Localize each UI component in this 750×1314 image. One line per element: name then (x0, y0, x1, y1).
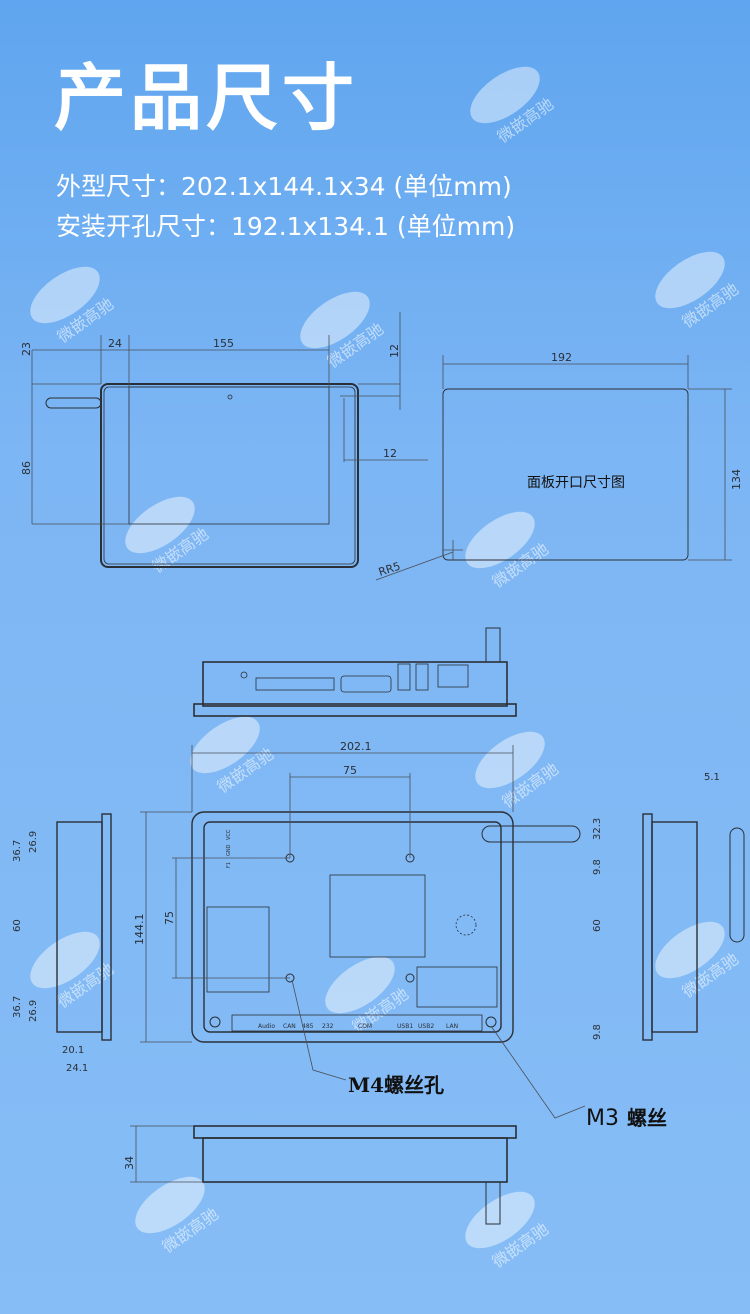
left-dim-5: 26.9 (28, 1000, 39, 1022)
watermark-logo-3: 微嵌高驰 (300, 291, 387, 372)
cutout-dim-width: 192 (551, 351, 572, 364)
m3-label-suffix: 螺丝 (627, 1106, 667, 1130)
top-antenna (485, 627, 501, 663)
top-usb2-port (415, 663, 429, 691)
right-dim-4: 60 (592, 919, 603, 932)
back-port-usb2: USB2 (418, 1023, 434, 1030)
top-hole (240, 671, 248, 679)
right-dim-2: 32.3 (592, 818, 603, 840)
back-vent-block (329, 874, 426, 958)
watermark-logo-1: 微嵌高驰 (470, 66, 557, 147)
front-dim-right-top: 12 (388, 344, 401, 358)
back-speaker-grille (455, 914, 477, 936)
back-label-area-right (416, 966, 498, 1008)
top-lan-port (437, 664, 469, 688)
m3-label-prefix: M3 (586, 1106, 619, 1131)
right-dim-1: 5.1 (704, 772, 720, 783)
back-view: 202.1 75 144.1 75 Audio CAN 485 232 COM … (133, 740, 581, 1043)
back-label-area-left (206, 906, 270, 993)
front-bezel (100, 383, 359, 568)
top-view (193, 627, 517, 717)
top-terminal-block (255, 677, 335, 691)
front-view: 23 86 24 155 12 12 (20, 312, 428, 568)
bottom-flange (193, 1125, 517, 1139)
top-usb1-port (397, 663, 411, 691)
cutout-radius-label: RR5 (377, 560, 402, 579)
left-dim-7: 24.1 (66, 1063, 88, 1074)
back-switch-gnd: GND (226, 844, 232, 856)
watermark-logo-12: 微嵌高驰 (135, 1176, 222, 1257)
watermark-logo-2: 微嵌高驰 (30, 266, 117, 347)
right-side-bezel (642, 813, 653, 1041)
front-dim-right-side: 12 (383, 447, 397, 460)
left-dim-1: 36.7 (12, 840, 23, 862)
watermark-logo-13: 微嵌高驰 (465, 1191, 552, 1272)
back-port-485: 485 (302, 1023, 314, 1030)
back-switch-f1: F1 (226, 862, 232, 868)
back-dim-width: 202.1 (340, 740, 372, 753)
back-housing (203, 821, 502, 1033)
cutout-dimension-spec: 安装开孔尺寸：192.1x134.1 (单位mm) (56, 212, 516, 241)
back-port-can: CAN (283, 1023, 296, 1030)
right-dim-3: 9.8 (592, 859, 603, 875)
back-antenna (481, 825, 581, 843)
back-outer-frame (191, 811, 514, 1043)
top-housing (202, 661, 508, 707)
front-dim-top-offset: 23 (20, 342, 33, 356)
watermark-logo-7: 微嵌高驰 (190, 716, 277, 797)
page-title: 产品尺寸 (54, 56, 359, 140)
left-dim-3: 60 (12, 919, 23, 932)
back-screw-right (485, 1016, 497, 1028)
cutout-label: 面板开口尺寸图 (527, 475, 625, 491)
back-port-com: COM (358, 1023, 372, 1030)
left-side-view: 36.7 26.9 60 36.7 26.9 20.1 24.1 (12, 813, 112, 1074)
bottom-housing (202, 1137, 508, 1183)
left-dim-4: 36.7 (12, 996, 23, 1018)
cutout-dim-height: 134 (730, 469, 743, 490)
back-port-lan: LAN (446, 1023, 458, 1030)
cutout-outline (442, 388, 689, 561)
front-camera-dot (227, 394, 233, 400)
bottom-antenna (485, 1181, 501, 1225)
left-dim-6: 20.1 (62, 1045, 84, 1056)
back-switch-vcc: VCC (226, 829, 232, 840)
back-dim-hole-spacing-y: 75 (163, 911, 176, 925)
top-flange (193, 703, 517, 717)
back-port-audio: Audio (258, 1023, 275, 1030)
back-port-strip (231, 1014, 483, 1032)
right-side-view: 5.1 32.3 9.8 60 9.8 (592, 772, 745, 1041)
back-port-232: 232 (322, 1023, 334, 1030)
bottom-view: 34 (123, 1125, 517, 1225)
front-dim-left-offset: 24 (108, 337, 122, 350)
front-dim-width: 155 (213, 337, 234, 350)
back-port-usb1: USB1 (397, 1023, 413, 1030)
left-dim-2: 26.9 (28, 831, 39, 853)
m4-screw-hole-label: M4螺丝孔 (348, 1073, 444, 1097)
back-screw-left (209, 1016, 221, 1028)
left-side-bezel (101, 813, 112, 1041)
outer-dimension-spec: 外型尺寸：202.1x144.1x34 (单位mm) (56, 172, 512, 201)
bottom-dim-height: 34 (123, 1156, 136, 1170)
callouts: M4螺丝孔 M3 螺丝 (291, 979, 667, 1131)
right-dim-5: 9.8 (592, 1024, 603, 1040)
back-dim-height: 144.1 (133, 914, 146, 946)
watermark-logo-6: 微嵌高驰 (465, 511, 552, 592)
watermark-logo-4: 微嵌高驰 (655, 251, 742, 332)
front-antenna (45, 397, 102, 409)
watermark-logo-8: 微嵌高驰 (475, 731, 562, 812)
back-mount-hole-br (405, 973, 415, 983)
right-side-body (651, 821, 698, 1033)
right-side-antenna (729, 827, 745, 943)
cutout-view: 192 134 面板开口尺寸图 RR5 (375, 351, 743, 581)
front-display-area (128, 386, 330, 525)
front-dim-height: 86 (20, 461, 33, 475)
back-dim-hole-spacing-x: 75 (343, 764, 357, 777)
top-com-port (340, 675, 392, 693)
